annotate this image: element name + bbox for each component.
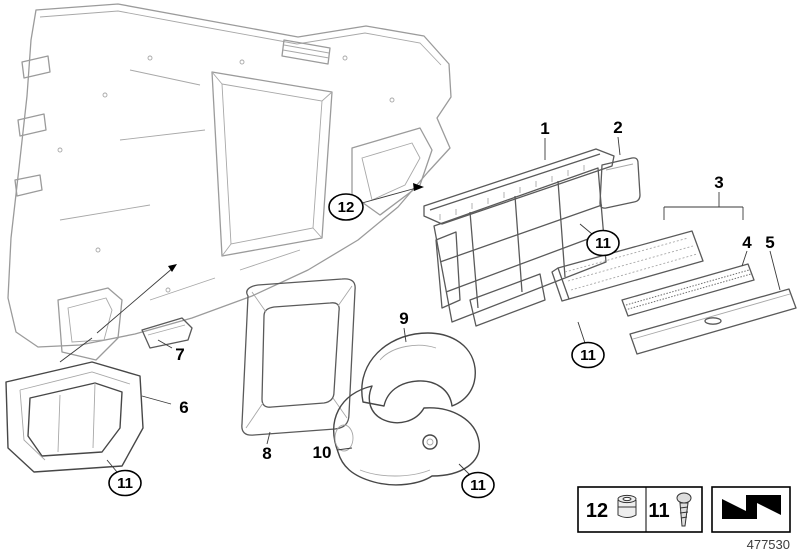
part-carrier-frame [423, 148, 615, 327]
part-mesh-strip [621, 263, 755, 317]
callout-3[interactable]: 3 [714, 173, 723, 192]
part-small-panel [599, 157, 641, 209]
callout-11-circle-glovebox[interactable]: 11 [108, 469, 142, 497]
callout-11-circle-frame[interactable]: 11 [586, 229, 620, 257]
callout-11-circle-column[interactable]: 11 [461, 471, 495, 499]
callout-12-circle[interactable]: 12 [328, 193, 364, 221]
svg-text:11: 11 [580, 347, 596, 364]
part-speaker-strip [551, 230, 704, 302]
dashboard-body-drawing [7, 3, 452, 361]
svg-text:11: 11 [595, 235, 611, 252]
callout-7[interactable]: 7 [175, 345, 184, 364]
direction-arrow-icon [722, 495, 781, 519]
callout-11-circle-strip[interactable]: 11 [571, 341, 605, 369]
svg-text:11: 11 [470, 477, 486, 494]
callout-1[interactable]: 1 [540, 119, 549, 138]
part-glove-box [5, 361, 144, 473]
callout-8[interactable]: 8 [262, 444, 271, 463]
legend: 12 11 [577, 486, 791, 533]
svg-text:11: 11 [117, 475, 133, 492]
diagram-number: 477530 [747, 537, 790, 552]
part-trim-frame [241, 278, 356, 436]
callout-6[interactable]: 6 [179, 398, 188, 417]
legend-screw-number: 11 [648, 500, 669, 522]
callout-5[interactable]: 5 [765, 233, 774, 252]
callout-2[interactable]: 2 [613, 118, 622, 137]
part-small-cover [141, 317, 193, 349]
svg-text:12: 12 [338, 199, 355, 216]
callout-9[interactable]: 9 [399, 309, 408, 328]
screw-icon [676, 492, 692, 527]
callouts: 1 2 3 4 5 6 7 8 9 10 12 11 11 11 11 [108, 118, 775, 499]
part-long-trim [629, 288, 797, 355]
part-column-cover-lower [333, 385, 480, 486]
part-column-cover-upper [361, 332, 476, 407]
leader-lines [59, 136, 781, 476]
legend-clip-number: 12 [586, 500, 608, 522]
callout-4[interactable]: 4 [742, 233, 752, 252]
callout-10[interactable]: 10 [313, 443, 332, 462]
clip-nut-icon [617, 494, 637, 518]
